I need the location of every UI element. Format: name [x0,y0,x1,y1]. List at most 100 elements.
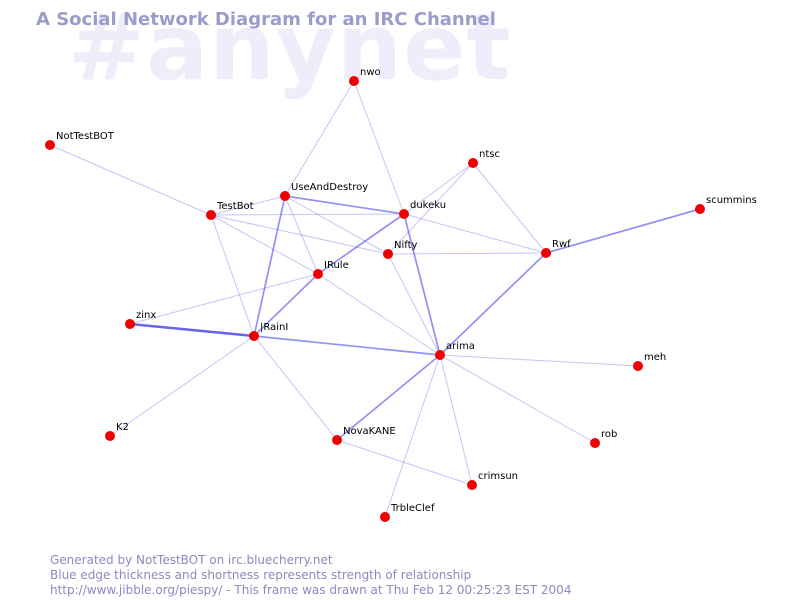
edge-IRainI-arima [253,335,441,356]
edge-IRule-IRainI [253,273,319,337]
node-zinx: zinx [125,310,156,329]
node-IRainI: |RainI [249,322,288,341]
node-arima: arima [435,341,475,360]
node-rob: rob [590,429,617,448]
edge-nwo-dukeku [353,80,405,215]
footer-source-timestamp: http://www.jibble.org/piespy/ - This fra… [50,583,572,597]
edge-TestBot-dukeku [210,213,405,216]
node-label: crimsun [478,471,518,482]
node-label: K2 [116,422,129,433]
edge-TestBot-IRule [210,214,319,275]
footer: Generated by NotTestBOT on irc.bluecherr… [50,553,571,598]
edge-arima-rob [439,354,596,444]
node-meh: meh [633,352,666,371]
edge-arima-meh [439,354,639,367]
node-dot [206,210,216,220]
node-label: arima [446,341,475,352]
edge-ntsc-Nifty [387,162,474,255]
node-label: rob [601,429,617,440]
node-dot [125,319,135,329]
node-dot [380,512,390,522]
node-label: NotTestBOT [56,131,115,142]
node-label: dukeku [410,200,446,211]
edge-dukeku-IRule [317,213,405,275]
edge-ntsc-dukeku [403,162,474,215]
node-label: TestBot [216,201,254,212]
node-label: ntsc [479,149,500,160]
node-scummins: scummins [695,195,757,214]
edge-IRainI-K2 [109,335,255,437]
node-dot [435,350,445,360]
node-label: zinx [136,310,156,321]
edge-Rwf-scummins [545,208,701,254]
edge-NovaKANE-crimsun [336,439,473,486]
node-nwo: nwo [349,67,381,86]
edge-Rwf-arima [439,252,547,356]
edge-nwo-UseAndDestroy [284,80,355,197]
edge-TestBot-Nifty [210,214,389,255]
node-dot [45,140,55,150]
edge-arima-crimsun [439,354,473,486]
node-label: scummins [706,195,757,206]
node-TestBot: TestBot [206,201,254,220]
node-dot [105,431,115,441]
node-dot [399,209,409,219]
edge-IRainI-NovaKANE [253,335,338,441]
edge-TestBot-UseAndDestroy [210,195,286,216]
node-dukeku: dukeku [399,200,446,219]
edge-UseAndDestroy-dukeku [284,195,405,215]
node-dot [633,361,643,371]
node-label: IRule [324,260,349,271]
node-label: UseAndDestroy [291,182,368,193]
node-Nifty: Nifty [383,240,418,259]
edge-dukeku-arima [403,213,441,356]
node-dot [313,269,323,279]
edge-IRule-zinx [129,273,319,325]
node-label: NovaKANE [343,426,396,437]
edge-dukeku-Rwf [403,213,547,254]
node-dot [695,204,705,214]
node-label: nwo [360,67,381,78]
node-dot [349,76,359,86]
node-dot [280,191,290,201]
node-dot [467,480,477,490]
edge-Nifty-Rwf [387,252,547,255]
node-UseAndDestroy: UseAndDestroy [280,182,368,201]
node-K2: K2 [105,422,129,441]
node-dot [249,331,259,341]
edges-layer [49,80,701,518]
edge-arima-TrbleClef [384,354,441,518]
edge-UseAndDestroy-Nifty [284,195,389,255]
footer-legend-note: Blue edge thickness and shortness repres… [50,568,472,582]
node-label: meh [644,352,666,363]
node-label: TrbleClef [390,503,435,514]
node-Rwf: Rwf [541,239,571,258]
edge-NotTestBOT-TestBot [49,144,212,216]
node-dot [541,248,551,258]
node-TrbleClef: TrbleClef [380,503,435,522]
node-dot [383,249,393,259]
node-label: Nifty [394,240,418,251]
edge-zinx-IRainI [129,322,255,338]
footer-generated-by: Generated by NotTestBOT on irc.bluecherr… [50,553,333,567]
node-label: Rwf [552,239,571,250]
node-dot [590,438,600,448]
edge-Nifty-arima [387,253,441,356]
edge-IRule-arima [317,273,441,356]
node-NotTestBOT: NotTestBOT [45,131,115,150]
channel-watermark: #anynet [68,0,512,101]
node-IRule: IRule [313,260,349,279]
edge-arima-NovaKANE [336,354,441,441]
node-dot [468,158,478,168]
edge-ntsc-Rwf [472,162,547,254]
node-dot [332,435,342,445]
node-label: |RainI [260,322,288,333]
node-ntsc: ntsc [468,149,500,168]
edge-UseAndDestroy-IRainI [253,195,286,337]
node-NovaKANE: NovaKANE [332,426,396,445]
node-crimsun: crimsun [467,471,518,490]
edge-TestBot-IRainI [210,214,255,337]
page-title: A Social Network Diagram for an IRC Chan… [36,9,496,30]
